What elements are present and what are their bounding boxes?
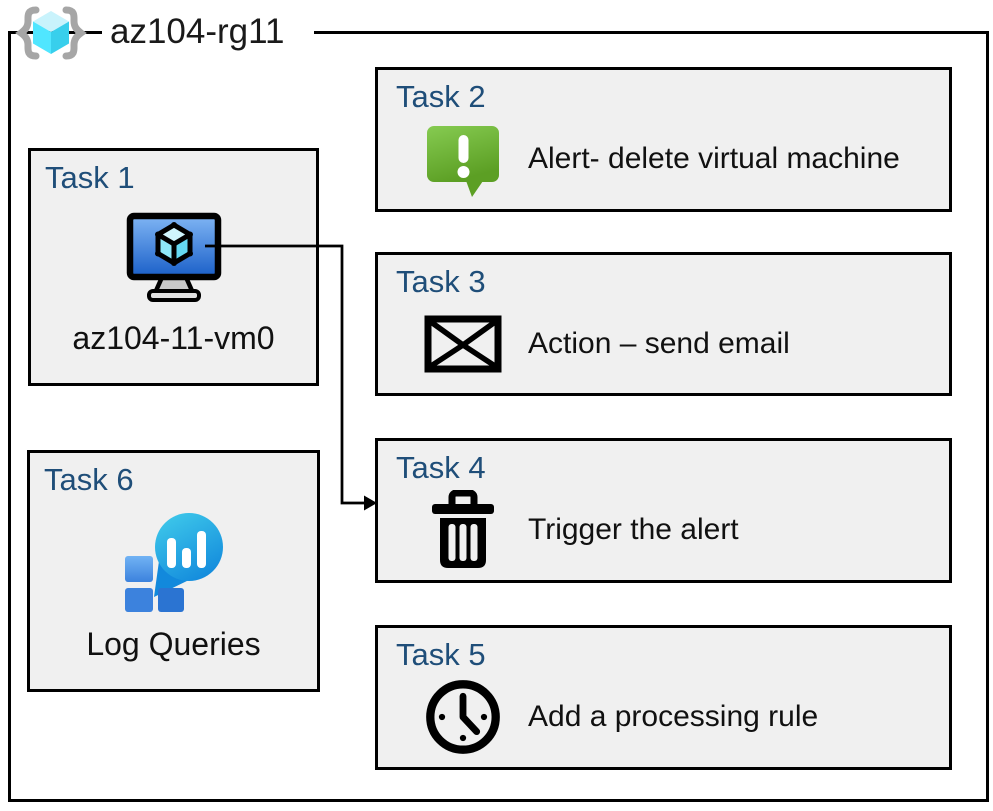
virtual-machine-icon <box>126 212 221 303</box>
trash-icon <box>432 490 494 569</box>
task-2-icon-area <box>422 120 504 198</box>
task-1-icon-area <box>31 196 316 320</box>
clock-icon <box>426 680 500 754</box>
task-2-row: Alert- delete virtual machine <box>378 115 949 209</box>
task-2-heading: Task 2 <box>396 79 486 114</box>
task-3-label: Action – send email <box>528 326 790 360</box>
resource-group-legend: az104-rg11 <box>12 4 315 62</box>
task-box-6: Task 6 Log Q <box>27 450 320 692</box>
task-box-5: Task 5 Add a processing rule <box>375 625 952 770</box>
task-4-row: Trigger the alert <box>378 486 949 580</box>
task-1-heading: Task 1 <box>45 160 135 195</box>
task-6-label: Log Queries <box>86 626 261 662</box>
resource-group-icon <box>15 6 87 60</box>
task-3-heading: Task 3 <box>396 264 486 299</box>
log-queries-icon <box>124 513 223 613</box>
task-4-heading: Task 4 <box>396 450 486 485</box>
task-box-3: Task 3 Action – send email <box>375 252 952 396</box>
task-2-label: Alert- delete virtual machine <box>528 142 900 176</box>
email-icon <box>424 315 502 373</box>
task-4-icon-area <box>422 490 504 570</box>
task-5-heading: Task 5 <box>396 637 486 672</box>
task-box-2: Task 2 Alert- delete virtual machine <box>375 67 952 212</box>
task-6-icon-area <box>30 498 317 626</box>
task-4-label: Trigger the alert <box>528 513 739 547</box>
task-box-4: Task 4 Trigger the alert <box>375 438 952 583</box>
task-5-row: Add a processing rule <box>378 673 949 767</box>
alert-icon <box>427 126 499 198</box>
task-5-icon-area <box>422 675 504 759</box>
task-1-label: az104-11-vm0 <box>72 320 275 356</box>
task-box-1: Task 1 <box>28 148 319 386</box>
task-5-label: Add a processing rule <box>528 700 819 734</box>
task-3-icon-area <box>422 315 504 373</box>
resource-group-label: az104-rg11 <box>102 8 315 58</box>
task-3-row: Action – send email <box>378 300 949 393</box>
resource-group-box <box>8 31 989 802</box>
task-6-heading: Task 6 <box>44 462 134 497</box>
